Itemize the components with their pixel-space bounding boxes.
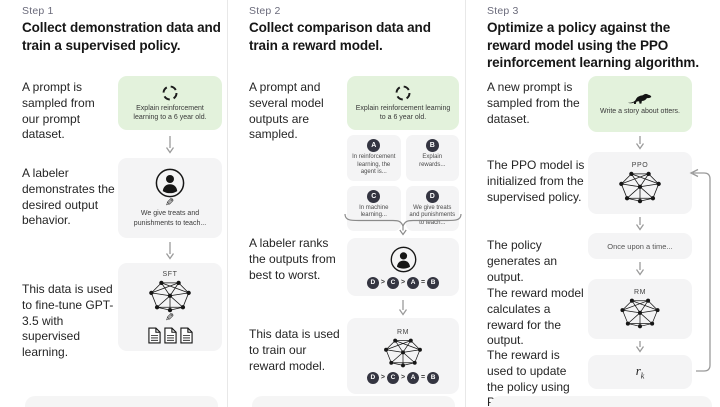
down-arrow-icon: [636, 341, 644, 353]
output-card-b: B Explain rewards...: [405, 135, 459, 181]
step3-generate-text: The policy generates an output.: [487, 238, 558, 284]
next-section-card-edge: [252, 396, 455, 407]
step1-train-text: This data is used to fine-tune GPT-3.5 w…: [22, 282, 114, 360]
step1-demo-card: ✎ We give treats and punishments to teac…: [118, 158, 222, 238]
rank-letter: C: [386, 371, 399, 384]
sft-label: SFT: [162, 270, 178, 278]
labeler-icon: [155, 169, 185, 198]
rank-separator: >: [400, 279, 406, 286]
output-card-d: D We give treats and punishments to teac…: [405, 185, 459, 231]
rank-separator: =: [421, 374, 426, 381]
step3-prompt-card: Write a story about otters.: [588, 76, 692, 132]
step2-train-text: This data is used to train our reward mo…: [249, 327, 340, 373]
rank-letter: C: [386, 276, 399, 289]
down-arrow-icon: [399, 300, 407, 316]
step1-prompt-card: Explain reinforcement learning to a 6 ye…: [118, 76, 222, 130]
down-arrow-icon: [166, 136, 174, 154]
rank-letter: D: [366, 276, 379, 289]
output-letter: B: [425, 139, 439, 152]
step2-prompt-card: Explain reinforcement learning to a 6 ye…: [347, 76, 459, 130]
network-icon: [618, 171, 662, 204]
step3-reward-text: The reward model calculates a reward for…: [487, 286, 584, 348]
output-text: In machine learning...: [359, 204, 389, 219]
network-icon: [383, 337, 423, 368]
ppo-feedback-loop-arrow: [688, 166, 714, 374]
labeler-icon: [390, 246, 416, 272]
ranking-row: D > C > A = B: [366, 276, 440, 289]
down-arrow-icon: [636, 136, 644, 150]
step3-output-card: Once upon a time...: [588, 233, 692, 259]
step2-rank-text: A labeler ranks the outputs from best to…: [249, 236, 336, 282]
cycle-icon: [395, 85, 411, 101]
step3-output-sample: Once upon a time...: [607, 241, 673, 251]
step2-title: Collect comparison data and train a rewa…: [249, 20, 431, 53]
documents-icon: [147, 327, 193, 344]
step3-reward-value-card: rk: [588, 355, 692, 389]
step1-sft-card: SFT ✎: [118, 263, 222, 351]
next-section-card-edge: [490, 396, 712, 407]
output-text: We give treats and punishments to teach.…: [409, 204, 456, 226]
down-arrow-icon: [166, 242, 174, 260]
step1-sample-text: A prompt is sampled from our prompt data…: [22, 80, 95, 142]
output-card-c: C In machine learning...: [347, 185, 401, 231]
step2-prompt-text: Explain reinforcement learning to a 6 ye…: [355, 104, 451, 121]
ranking-row: D > C > A = B: [366, 371, 440, 384]
step3-prompt-text: Write a story about otters.: [599, 108, 680, 116]
output-letter: D: [425, 189, 439, 203]
ppo-label: PPO: [631, 162, 649, 169]
rank-letter: B: [427, 371, 440, 384]
step3-ppo-card: PPO: [588, 152, 692, 214]
pencil-icon: ✎: [165, 197, 175, 210]
brace-arrow-icon: [343, 212, 463, 236]
step2-label: Step 2: [249, 5, 281, 17]
rank-letter: A: [407, 371, 420, 384]
step3-label: Step 3: [487, 5, 519, 17]
rm-label: RM: [396, 328, 410, 336]
next-section-card-edge: [25, 396, 218, 407]
step2-labeler-card: D > C > A = B: [347, 238, 459, 296]
down-arrow-icon: [636, 217, 644, 231]
rank-letter: A: [407, 276, 420, 289]
rank-separator: >: [380, 279, 385, 286]
output-text: Explain rewards...: [419, 154, 446, 168]
rank-separator: =: [421, 279, 426, 286]
step2-rm-card: RM D > C > A = B: [347, 318, 459, 394]
column-divider: [227, 0, 228, 407]
step3-rm-card: RM: [588, 279, 692, 339]
output-text: In reinforcement learning, the agent is.…: [352, 154, 396, 175]
column-divider: [465, 0, 466, 407]
output-letter: A: [367, 139, 381, 152]
rm-label: RM: [633, 289, 647, 296]
down-arrow-icon: [636, 262, 644, 276]
reward-symbol: rk: [635, 363, 645, 381]
network-icon: [620, 298, 660, 329]
output-letter: C: [367, 189, 381, 203]
rank-letter: D: [366, 371, 379, 384]
rank-letter: B: [427, 276, 440, 289]
model-outputs-grid: A In reinforcement learning, the agent i…: [347, 135, 459, 231]
step2-sample-text: A prompt and several model outputs are s…: [249, 80, 324, 142]
step3-init-text: The PPO model is initialized from the su…: [487, 158, 585, 204]
network-icon: [148, 279, 192, 313]
output-card-a: A In reinforcement learning, the agent i…: [347, 135, 401, 181]
step1-prompt-text: Explain reinforcement learning to a 6 ye…: [133, 104, 207, 121]
rank-separator: >: [380, 374, 385, 381]
step1-title: Collect demonstration data and train a s…: [22, 20, 221, 53]
step3-sample-text: A new prompt is sampled from the dataset…: [487, 80, 580, 126]
otter-icon: [627, 94, 652, 105]
step3-title: Optimize a policy against the reward mod…: [487, 20, 699, 71]
rank-separator: >: [400, 374, 406, 381]
cycle-icon: [162, 85, 178, 101]
step1-demo-caption: We give treats and punishments to teach.…: [133, 210, 207, 227]
step1-label: Step 1: [22, 5, 54, 17]
pencil-icon: ✎: [165, 311, 175, 324]
step1-labeler-text: A labeler demonstrates the desired outpu…: [22, 166, 115, 228]
